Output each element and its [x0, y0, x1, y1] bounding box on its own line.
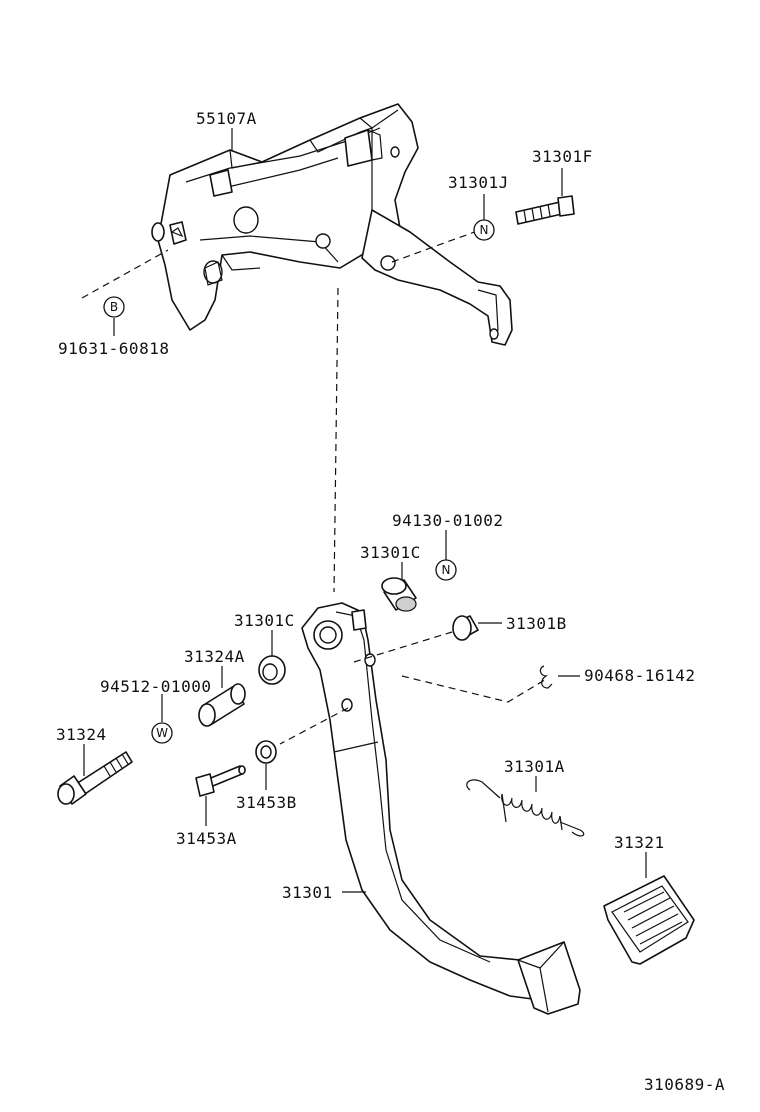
badge-n-upper: N [473, 219, 495, 241]
assembly-lines [81, 229, 549, 745]
clutch-pedal-arm [301, 602, 581, 1015]
label-31301j: 31301J [448, 173, 509, 192]
bolt-31301f [515, 195, 575, 225]
bushing-31301c-upper [381, 577, 417, 612]
svg-text:N: N [480, 223, 489, 237]
bolt-31324 [57, 751, 133, 805]
label-94130-01002: 94130-01002 [392, 511, 503, 530]
label-31301c-lower: 31301C [234, 611, 295, 630]
label-31301c-upper: 31301C [360, 543, 421, 562]
bushing-31453b [255, 740, 277, 764]
collar-31324a [198, 683, 246, 727]
label-31301: 31301 [282, 883, 333, 902]
badge-w-washer: W [151, 722, 173, 744]
return-spring-31301a [466, 779, 585, 837]
label-31453a: 31453A [176, 829, 237, 848]
label-31321: 31321 [614, 833, 665, 852]
label-31453b: 31453B [236, 793, 297, 812]
label-31301a: 31301A [504, 757, 565, 776]
svg-text:B: B [110, 300, 118, 314]
label-90468-16142: 90468-16142 [584, 666, 695, 685]
pin-31453a [195, 765, 246, 797]
label-94512-01000: 94512-01000 [100, 677, 211, 696]
label-91631-60818: 91631-60818 [58, 339, 169, 358]
svg-text:N: N [442, 563, 451, 577]
label-31324: 31324 [56, 725, 107, 744]
label-55107a: 55107A [196, 109, 257, 128]
clip-90468 [539, 665, 553, 689]
cushion-31301b [452, 615, 479, 641]
svg-text:W: W [156, 726, 168, 740]
label-31301b: 31301B [506, 614, 567, 633]
badge-b-bracket: B [103, 296, 125, 318]
label-31324a: 31324A [184, 647, 245, 666]
label-31301f: 31301F [532, 147, 593, 166]
leader-lines [83, 128, 647, 893]
pedal-bracket [151, 103, 513, 346]
figure-id: 310689-A [644, 1075, 725, 1094]
bushing-31301c-lower [258, 655, 286, 685]
pedal-pad-31321 [603, 875, 695, 965]
badge-n-lower: N [435, 559, 457, 581]
